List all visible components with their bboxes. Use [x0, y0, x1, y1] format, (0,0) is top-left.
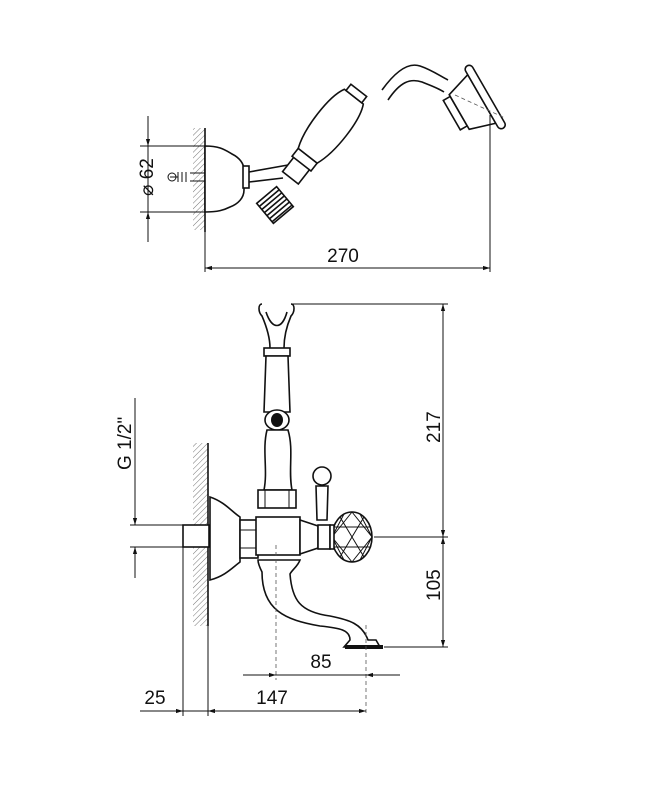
lower-height-dimension: 105: [424, 569, 445, 601]
length-dimension: 270: [327, 246, 359, 267]
front-view: 217 105 85 147 25 G 1/2": [115, 303, 448, 716]
inlet-dimension: 25: [144, 688, 165, 709]
top-view: ⌀ 62 270: [137, 64, 506, 272]
wall-bracket: [204, 145, 245, 213]
upper-height-dimension: 217: [424, 411, 445, 443]
diameter-dimension: ⌀ 62: [137, 158, 158, 196]
crystal-handle: [329, 511, 373, 563]
spout-offset-dimension: 85: [310, 652, 331, 673]
projection-dimension: 147: [256, 688, 288, 709]
thread-dimension: G 1/2": [115, 417, 136, 470]
wall-hatch: [193, 128, 205, 230]
